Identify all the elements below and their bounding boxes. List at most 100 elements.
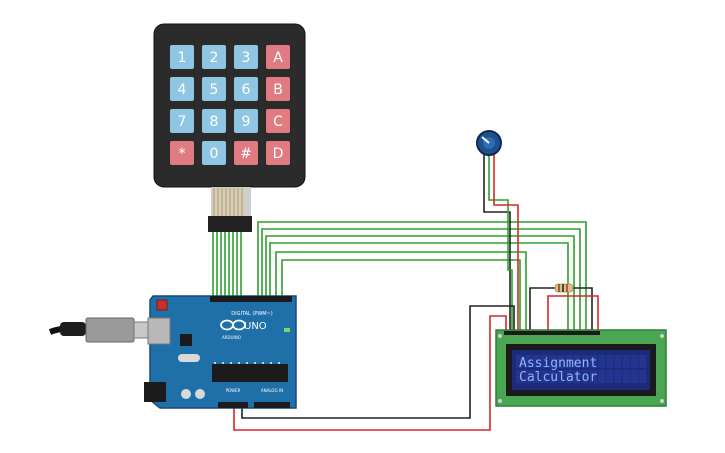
keypad-key-4[interactable]: 4	[170, 77, 194, 101]
lcd-char-cell	[589, 370, 597, 383]
keypad-key-label: D	[273, 146, 284, 162]
lcd-char-cell	[622, 355, 630, 368]
lcd-mount-hole-tl	[498, 334, 502, 338]
keypad-key-label: A	[273, 50, 283, 66]
lcd-line-1: Assignment	[519, 356, 597, 371]
lcd-pin-header	[504, 331, 600, 335]
potentiometer[interactable]	[476, 130, 502, 156]
lcd-char-cell	[548, 370, 556, 383]
backlight-wire-b	[572, 287, 593, 330]
keypad-key-2[interactable]: 2	[202, 45, 226, 69]
keypad-key-face	[202, 141, 226, 165]
backlight-wire-c	[547, 295, 599, 330]
keypad-key-face	[266, 77, 290, 101]
keypad-key-5[interactable]: 5	[202, 77, 226, 101]
lcd-char-cell	[524, 370, 532, 383]
arduino-uno[interactable]: DIGITAL (PWM~) UNO ARDUINO POWER ANALOG …	[144, 295, 297, 409]
pot-power-wire	[493, 150, 519, 330]
keypad-key-9[interactable]: 9	[234, 109, 258, 133]
keypad-key-face	[234, 109, 258, 133]
keypad-key-0[interactable]: 0	[202, 141, 226, 165]
lcd-char-cell	[532, 370, 540, 383]
lcd-char-cell	[540, 370, 548, 383]
keypad-key-label: 0	[210, 146, 219, 162]
keypad-key-#[interactable]: #	[234, 141, 258, 165]
lcd-char-grid	[516, 355, 647, 383]
ground-wire	[241, 305, 515, 419]
keypad-key-label: C	[273, 114, 283, 130]
pot-wiper-wire	[488, 150, 513, 330]
lcd-char-cell	[630, 370, 638, 383]
keypad-key-face	[202, 109, 226, 133]
lcd-char-cell	[589, 355, 597, 368]
keypad-key-label: 4	[178, 82, 187, 98]
lcd-data-wires	[257, 221, 587, 330]
arduino-brand-text: ARDUINO	[222, 335, 241, 340]
keypad-key-label: 7	[178, 114, 187, 130]
keypad-key-label: 5	[210, 82, 219, 98]
lcd-char-cell	[573, 370, 581, 383]
arduino-logo: UNO ARDUINO	[220, 319, 267, 340]
keypad-key-label: 6	[242, 82, 251, 98]
analog-label: ANALOG IN	[261, 388, 283, 393]
lcd-char-cell	[614, 355, 622, 368]
usb-plug	[85, 317, 135, 343]
arduino-power-jack	[144, 382, 166, 402]
chip-pins	[214, 362, 280, 364]
lcd-mount-hole-br	[660, 399, 664, 403]
lcd-char-cell	[622, 370, 630, 383]
keypad-key-3[interactable]: 3	[234, 45, 258, 69]
keypad-ribbon-wires	[212, 232, 242, 296]
lcd-char-cell	[598, 355, 606, 368]
lcd-char-cell	[581, 355, 589, 368]
lcd-char-cell	[606, 355, 614, 368]
keypad-key-8[interactable]: 8	[202, 109, 226, 133]
keypad-key-6[interactable]: 6	[234, 77, 258, 101]
keypad-key-1[interactable]: 1	[170, 45, 194, 69]
usb-strain-relief	[60, 322, 86, 336]
reset-button[interactable]	[156, 299, 168, 311]
lcd-char-cell	[557, 370, 565, 383]
lcd-char-cell	[639, 355, 647, 368]
lcd-mount-hole-tr	[660, 334, 664, 338]
keypad-key-label: 2	[210, 50, 219, 66]
wires	[212, 150, 599, 431]
keypad-key-B[interactable]: B	[266, 77, 290, 101]
digital-label: DIGITAL (PWM~)	[231, 311, 273, 317]
backlight-wire-a	[529, 287, 556, 330]
keypad-key-label: 1	[178, 50, 187, 66]
lcd-char-cell	[581, 370, 589, 383]
keypad-key-face	[170, 77, 194, 101]
keypad-key-D[interactable]: D	[266, 141, 290, 165]
lcd-char-cell	[565, 355, 573, 368]
keypad-key-face	[234, 45, 258, 69]
keypad-key-*[interactable]: *	[170, 141, 194, 165]
digital-header	[210, 296, 292, 302]
uno-text: UNO	[244, 321, 267, 332]
crystal	[178, 354, 200, 362]
lcd-char-cell	[630, 355, 638, 368]
lcd-mount-hole-bl	[498, 399, 502, 403]
power-wire	[233, 315, 507, 431]
resistor[interactable]	[554, 283, 574, 293]
keypad-key-label: 8	[210, 114, 219, 130]
lcd-char-cell	[557, 355, 565, 368]
keypad-key-label: 3	[242, 50, 251, 66]
keypad-key-7[interactable]: 7	[170, 109, 194, 133]
keypad-key-C[interactable]: C	[266, 109, 290, 133]
keypad-key-face	[234, 141, 258, 165]
keypad-key-label: 9	[242, 114, 251, 130]
lcd-char-cell	[540, 355, 548, 368]
capacitor-1	[181, 389, 191, 399]
led-indicator	[284, 328, 290, 332]
keypad-key-face	[170, 141, 194, 165]
lcd-line-2: Calculator	[519, 370, 597, 385]
lcd-display[interactable]: Assignment Calculator	[495, 329, 667, 407]
lcd-char-cell	[516, 370, 524, 383]
keypad-key-face	[266, 109, 290, 133]
keypad-key-face	[202, 45, 226, 69]
pot-ground-wire	[483, 150, 511, 330]
keypad-key-A[interactable]: A	[266, 45, 290, 69]
